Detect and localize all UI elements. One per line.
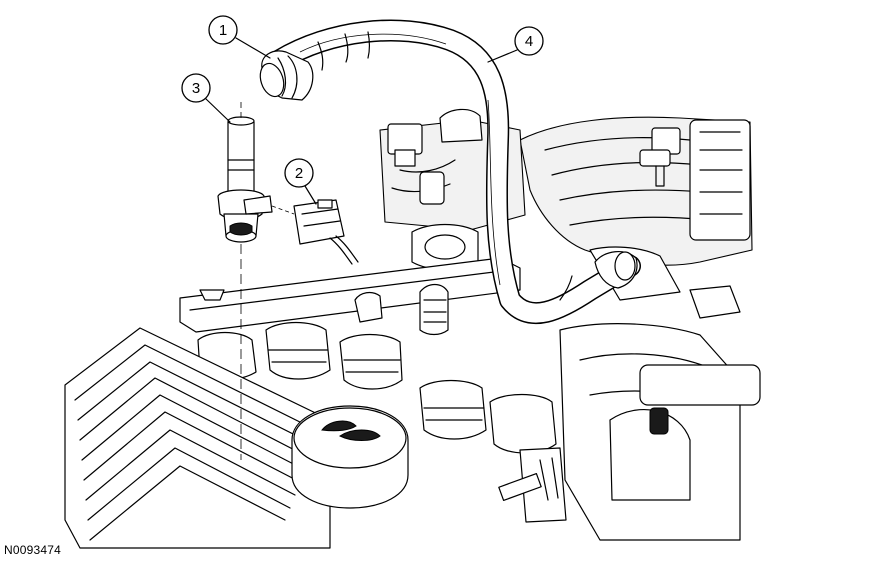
fuel-rail xyxy=(179,257,521,336)
valve-cover xyxy=(64,327,331,549)
electrical-connector xyxy=(271,199,359,265)
hose-end-fitting xyxy=(259,50,314,101)
lower-right-components xyxy=(498,246,761,541)
callout-3-label: 3 xyxy=(192,80,200,97)
callout-2-label: 2 xyxy=(295,165,303,182)
oil-filler-cap xyxy=(291,405,409,509)
figure-id: N0093474 xyxy=(4,543,61,557)
callout-1: 1 xyxy=(208,15,271,59)
pcv-valve xyxy=(217,102,273,460)
callout-2: 2 xyxy=(284,158,317,205)
callout-3: 3 xyxy=(181,73,231,123)
callout-1-label: 1 xyxy=(219,22,227,39)
pcv-hose xyxy=(269,19,641,325)
callout-4-label: 4 xyxy=(525,33,533,50)
intake-manifold xyxy=(519,116,753,266)
callout-4: 4 xyxy=(487,26,544,63)
